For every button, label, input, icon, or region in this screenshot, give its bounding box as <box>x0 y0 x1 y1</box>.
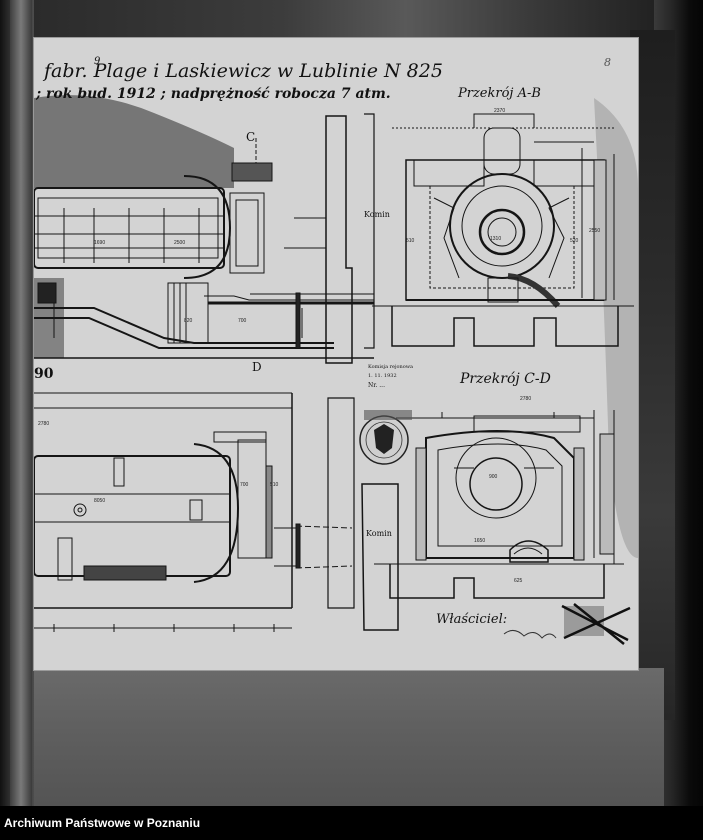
technical-drawing-sheet: fabr. Plage i Laskiewicz w Lublinie N 82… <box>34 38 638 670</box>
section-ab-label: Przekrój A-B <box>458 86 541 101</box>
chimney-label-top: Komin <box>364 210 390 219</box>
scan-bottom-board <box>34 668 664 806</box>
dimension-label: 2500 <box>174 240 186 246</box>
dimension-label: 510 <box>406 238 415 244</box>
page-mark: 8 <box>604 56 611 69</box>
owner-label: Właściciel: <box>436 612 508 627</box>
side-elevation-bottom <box>34 392 399 632</box>
archive-footer-bar <box>0 806 703 840</box>
dimension-label: 1650 <box>474 538 486 544</box>
dimension-label: 520 <box>570 238 579 244</box>
scan-top-band <box>34 0 654 42</box>
dimension-label: 2370 <box>494 108 506 114</box>
signature-area <box>503 603 631 645</box>
section-cd-label: Przekrój C-D <box>460 371 551 387</box>
sheet-number: 9 <box>94 56 101 67</box>
approval-note-line3: Nr. ... <box>368 382 385 389</box>
dimension-label: 700 <box>240 482 249 488</box>
scan-left-rail <box>10 0 32 806</box>
dimension-label: 1690 <box>94 240 106 246</box>
approval-note-line2: 1. 11. 1932 <box>368 373 397 379</box>
official-stamp <box>359 410 412 465</box>
dimension-label: 8050 <box>94 498 106 504</box>
scale-number: 90 <box>34 366 54 382</box>
dimension-label: 2780 <box>520 396 532 402</box>
dimension-label: 625 <box>514 578 523 584</box>
section-marker-d: D <box>252 360 262 374</box>
scan-smudge <box>34 95 234 188</box>
dimension-label: 900 <box>489 474 498 480</box>
section-cd <box>374 410 624 599</box>
section-ab <box>372 113 634 347</box>
dimension-label: 510 <box>270 482 279 488</box>
dimension-label: 1310 <box>490 236 502 242</box>
dimension-label: 700 <box>238 318 247 324</box>
dimension-label: 2550 <box>589 228 601 234</box>
drawing-subtitle: ; rok bud. 1912 ; nadprężność robocza 7 … <box>36 86 391 102</box>
side-elevation-top <box>34 113 375 364</box>
chimney-label-bottom: Komin <box>366 529 392 538</box>
dimension-label: 820 <box>184 318 193 324</box>
drawing-title: fabr. Plage i Laskiewicz w Lublinie N 82… <box>44 60 443 82</box>
approval-note-line1: Komisja rejonowa <box>368 364 414 370</box>
boiler-drawing <box>34 95 638 645</box>
section-marker-c: C <box>246 130 256 144</box>
dimension-label: 2780 <box>38 421 50 427</box>
archive-name: Archiwum Państwowe w Poznaniu <box>4 816 201 830</box>
